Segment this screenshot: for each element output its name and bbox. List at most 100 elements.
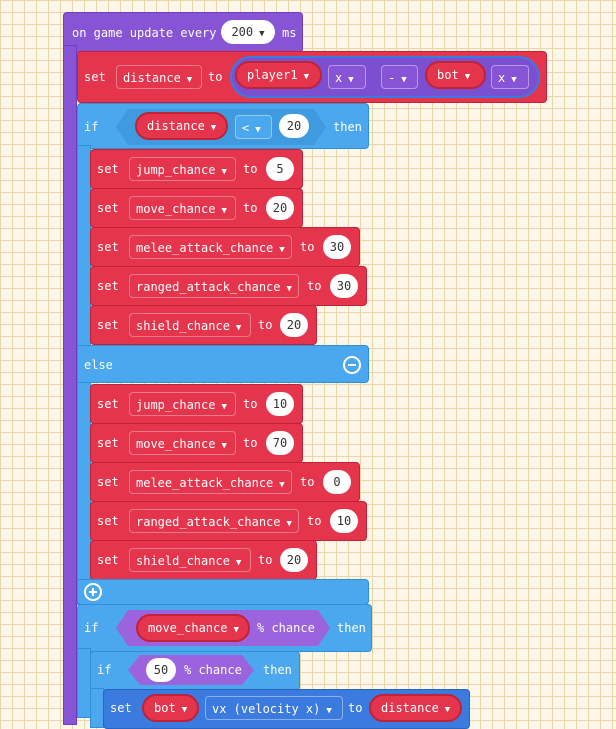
to-keyword: to <box>258 553 273 567</box>
value-input[interactable]: 10 <box>266 392 294 416</box>
interval-dropdown[interactable]: 200 ▼ <box>221 20 275 44</box>
value-input[interactable]: 20 <box>266 196 294 220</box>
set-keyword: set <box>97 475 119 489</box>
plus-circle-icon[interactable] <box>84 583 102 601</box>
move-chance-var-pill[interactable]: move_chance ▼ <box>136 614 250 642</box>
to-keyword: to <box>243 162 258 176</box>
var-name: ranged_attack_chance <box>136 515 281 529</box>
var-dropdown[interactable]: ranged_attack_chance ▼ <box>129 509 299 533</box>
var-dropdown[interactable]: jump_chance▼ <box>129 392 236 416</box>
if-keyword: if <box>84 621 99 635</box>
var-dropdown[interactable]: move_chance ▼ <box>129 431 236 455</box>
caret-down-icon: ▼ <box>233 625 239 635</box>
var-name: shield_chance <box>136 319 230 333</box>
var-name: jump_chance <box>136 398 216 412</box>
set-keyword: set <box>97 553 119 567</box>
to-keyword: to <box>307 279 322 293</box>
var-name: ranged_attack_chance <box>136 280 281 294</box>
else-row <box>77 345 369 383</box>
then-keyword: then <box>333 120 362 134</box>
var-dropdown[interactable]: melee_attack_chance ▼ <box>129 470 292 494</box>
caret-down-icon: ▼ <box>221 441 227 451</box>
var-name: shield_chance <box>136 554 230 568</box>
var-name: move_chance <box>148 621 228 635</box>
value-input[interactable]: 30 <box>330 274 358 298</box>
to-keyword: to <box>243 397 258 411</box>
event-label-pre: on game update every <box>72 26 217 40</box>
var-name: melee_attack_chance <box>136 476 274 490</box>
sprite-player1-pill[interactable]: player1▼ <box>235 61 322 89</box>
var-name: distance <box>147 119 205 133</box>
if-keyword: if <box>97 663 112 677</box>
caret-down-icon: ▼ <box>286 519 292 529</box>
caret-down-icon: ▼ <box>401 75 407 85</box>
var-dropdown[interactable]: move_chance▼ <box>129 196 236 220</box>
compare-value-input[interactable]: 20 <box>279 114 309 138</box>
operator-symbol: < <box>242 121 250 135</box>
if-keyword: if <box>84 120 99 134</box>
percent-chance-label: % chance <box>184 663 242 677</box>
caret-down-icon: ▼ <box>259 29 265 39</box>
distance-var-pill[interactable]: distance ▼ <box>135 112 228 140</box>
value-input[interactable]: 20 <box>280 313 308 337</box>
if-else-footer <box>77 579 369 605</box>
prop-x-dropdown-2[interactable]: x▼ <box>491 65 529 89</box>
var-name: jump_chance <box>136 163 216 177</box>
value-input[interactable]: 30 <box>323 235 351 259</box>
distance-var-pill[interactable]: distance▼ <box>369 694 462 722</box>
sprite-name: bot <box>437 68 459 82</box>
chance-value-input[interactable]: 50 <box>146 658 176 682</box>
var-dropdown[interactable]: shield_chance ▼ <box>129 548 251 572</box>
percent-chance-label: % chance <box>257 621 315 635</box>
var-dropdown[interactable]: shield_chance▼ <box>129 313 251 337</box>
var-name: move_chance <box>136 202 216 216</box>
distance-var-dropdown[interactable]: distance▼ <box>116 65 202 89</box>
set-keyword: set <box>97 240 119 254</box>
then-keyword: then <box>337 621 366 635</box>
to-keyword: to <box>300 240 315 254</box>
set-keyword: set <box>110 701 132 715</box>
caret-down-icon: ▼ <box>235 558 242 568</box>
set-keyword: set <box>97 201 119 215</box>
caret-down-icon: ▼ <box>279 480 285 490</box>
nested-if-spine <box>90 688 104 728</box>
var-dropdown[interactable]: jump_chance ▼ <box>129 157 236 181</box>
then-keyword: then <box>263 663 292 677</box>
caret-down-icon: ▼ <box>255 125 261 135</box>
var-dropdown[interactable]: ranged_attack_chance▼ <box>129 274 299 298</box>
value-input[interactable]: 0 <box>323 470 351 494</box>
sprite-name: bot <box>154 701 176 715</box>
caret-down-icon: ▼ <box>279 245 285 255</box>
var-dropdown[interactable]: melee_attack_chance ▼ <box>129 235 292 259</box>
prop-name: x <box>498 71 506 85</box>
value-input[interactable]: 70 <box>266 431 294 455</box>
caret-down-icon: ▼ <box>221 167 227 177</box>
sprite-bot-pill[interactable]: bot ▼ <box>142 694 199 722</box>
sprite-bot-pill[interactable]: bot▼ <box>425 61 486 89</box>
caret-down-icon: ▼ <box>181 705 188 715</box>
prop-x-dropdown[interactable]: x▼ <box>328 65 366 89</box>
event-label-post: ms <box>282 26 297 40</box>
value-input[interactable]: 5 <box>266 157 294 181</box>
var-name: move_chance <box>136 437 216 451</box>
operator-dropdown[interactable]: -▼ <box>381 65 418 89</box>
event-block-spine <box>63 45 77 725</box>
to-keyword: to <box>348 701 363 715</box>
minus-circle-icon[interactable] <box>343 356 361 374</box>
compare-op-dropdown[interactable]: <▼ <box>235 115 272 139</box>
to-keyword: to <box>208 70 223 84</box>
caret-down-icon: ▼ <box>444 705 451 715</box>
set-keyword: set <box>97 318 119 332</box>
value-input[interactable]: 10 <box>330 509 358 533</box>
to-keyword: to <box>243 201 258 215</box>
value-input[interactable]: 20 <box>280 548 308 572</box>
interval-value: 200 <box>231 25 254 39</box>
set-keyword: set <box>97 514 119 528</box>
set-keyword: set <box>97 436 119 450</box>
else-keyword: else <box>84 358 113 372</box>
var-name: melee_attack_chance <box>136 241 274 255</box>
to-keyword: to <box>243 436 258 450</box>
velocity-prop-dropdown[interactable]: vx (velocity x)▼ <box>205 696 343 720</box>
if-chance-spine <box>77 648 91 718</box>
caret-down-icon: ▼ <box>210 123 217 133</box>
